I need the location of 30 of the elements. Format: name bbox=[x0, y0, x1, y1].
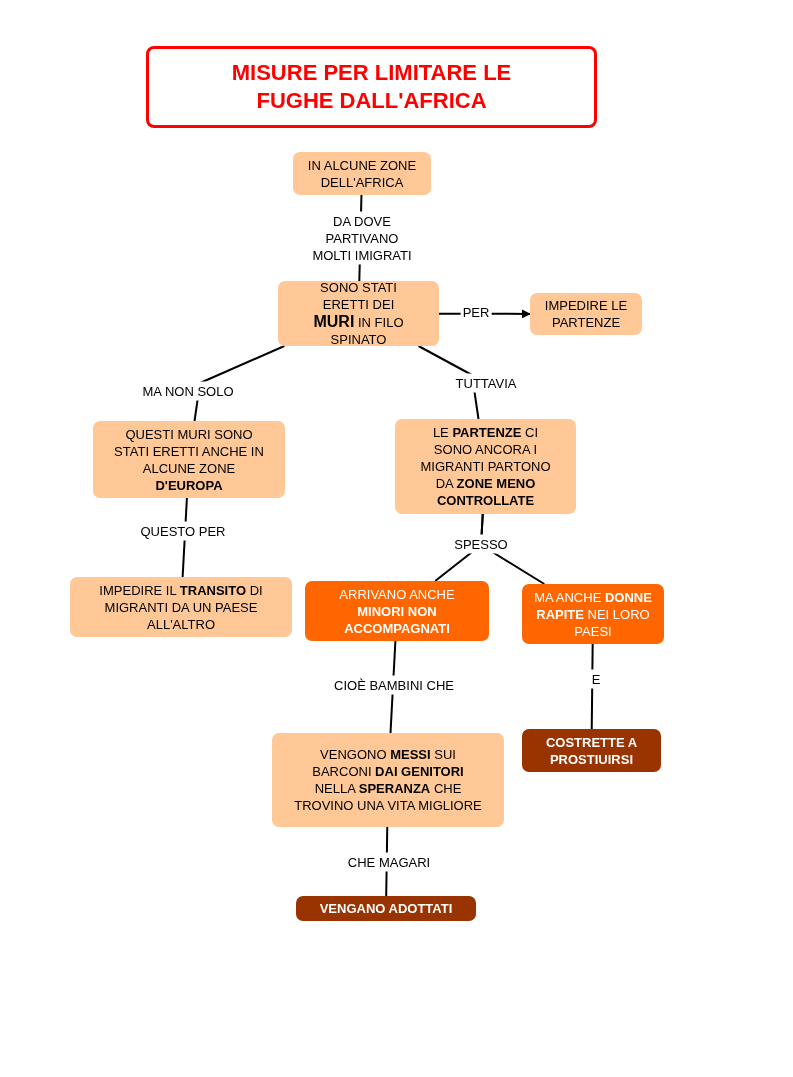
edge-label: QUESTO PER bbox=[138, 521, 228, 541]
concept-box bbox=[93, 421, 285, 498]
concept-text: QUESTI MURI SONO STATI ERETTI ANCHE IN ALCUNE ZONE D'EUROPA bbox=[113, 425, 265, 494]
concept-text: MA ANCHE DONNE RAPITE NEI LORO PAESI bbox=[534, 588, 652, 640]
concept-box bbox=[305, 581, 489, 641]
concept-text: VENGANO ADOTTATI bbox=[319, 900, 453, 917]
concept-text: IMPEDIRE IL TRANSITO DI MIGRANTI DA UN PAESE ALL'ALTRO bbox=[98, 581, 264, 633]
edge-label: TUTTAVIA bbox=[453, 373, 519, 393]
concept-box bbox=[522, 729, 661, 772]
title-text: MISURE PER LIMITARE LE FUGHE DALL'AFRICA bbox=[230, 59, 513, 115]
edge-label: SPESSO bbox=[452, 534, 510, 554]
edge-label: MA NON SOLO bbox=[140, 381, 236, 401]
concept-text: VENGONO MESSI SUI BARCONI DAI GENITORI NELLA SPERANZA CHE TROVINO UNA VITA MIGLIORE bbox=[294, 746, 482, 814]
concept-box bbox=[70, 577, 292, 637]
connector-line bbox=[590, 643, 594, 730]
concept-text: IMPEDIRE LE PARTENZE bbox=[543, 297, 629, 331]
concept-box bbox=[272, 733, 504, 827]
concept-box bbox=[395, 419, 576, 514]
concept-box bbox=[278, 281, 439, 346]
edge-label: CIOÈ BAMBINI CHE bbox=[332, 675, 456, 695]
concept-box bbox=[293, 152, 431, 195]
concept-text: IN ALCUNE ZONE DELL'AFRICA bbox=[306, 156, 418, 191]
concept-text: ARRIVANO ANCHE MINORI NON ACCOMPAGNATI bbox=[338, 585, 456, 637]
concept-text: SONO STATI ERETTI DEI MURI IN FILO SPINATO bbox=[312, 279, 405, 348]
concept-text: LE PARTENZE CI SONO ANCORA I MIGRANTI PARTONO DA ZONE MENO CONTROLLATE bbox=[419, 424, 552, 509]
concept-box bbox=[530, 293, 642, 335]
concept-box bbox=[522, 584, 664, 644]
concept-text: COSTRETTE A PROSTIUIRSI bbox=[544, 733, 639, 768]
concept-box bbox=[296, 896, 476, 921]
edge-label: E bbox=[589, 669, 603, 689]
